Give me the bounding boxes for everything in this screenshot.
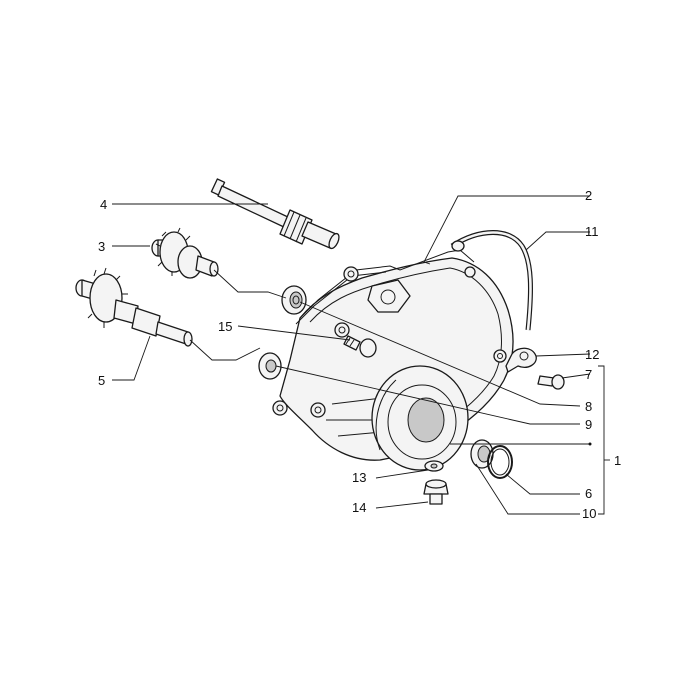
leader-5 xyxy=(112,335,151,381)
callout-12: 12 xyxy=(585,347,599,362)
leader-13 xyxy=(375,469,429,479)
leader-12 xyxy=(535,353,591,357)
leader-1-dot-marker xyxy=(588,442,592,446)
transmission-cover xyxy=(272,249,514,471)
leader-14 xyxy=(375,501,429,509)
shaft-3 xyxy=(151,227,219,279)
leader-7 xyxy=(561,373,591,379)
callout-labels: 4 3 5 15 2 11 12 7 8 9 1 6 10 13 14 xyxy=(98,188,621,521)
drain-plug-14 xyxy=(423,479,449,505)
bearing-8 xyxy=(281,285,307,315)
callout-1: 1 xyxy=(614,453,621,468)
callout-8: 8 xyxy=(585,399,592,414)
leader-lines xyxy=(112,195,610,515)
leader-15 xyxy=(237,325,351,341)
oil-seal-9 xyxy=(258,352,282,380)
callout-14: 14 xyxy=(352,500,366,515)
callout-15: 15 xyxy=(218,319,232,334)
callout-2: 2 xyxy=(585,188,592,203)
bracket-1 xyxy=(598,365,605,515)
shaft-5 xyxy=(75,267,193,347)
clamp-12 xyxy=(505,347,537,373)
callout-3: 3 xyxy=(98,239,105,254)
washer-13 xyxy=(424,460,444,472)
callout-10: 10 xyxy=(582,506,596,521)
leader-11 xyxy=(525,231,590,251)
leader-8 xyxy=(299,301,581,407)
leader-9 xyxy=(275,365,580,425)
callout-5: 5 xyxy=(98,373,105,388)
leader-2 xyxy=(423,195,590,265)
leader-5-to-9 xyxy=(189,339,261,361)
callout-7: 7 xyxy=(585,367,592,382)
circlip-6 xyxy=(487,445,513,479)
callout-13: 13 xyxy=(352,470,366,485)
callout-4: 4 xyxy=(100,197,107,212)
leader-3-to-8 xyxy=(213,269,287,299)
callout-11: 11 xyxy=(585,224,599,239)
breather-pipe-11 xyxy=(450,230,533,331)
callout-9: 9 xyxy=(585,417,592,432)
callout-6: 6 xyxy=(585,486,592,501)
leader-6 xyxy=(505,473,580,495)
leader-10 xyxy=(475,463,580,515)
shaft-4 xyxy=(210,178,340,250)
screw-7 xyxy=(537,374,565,390)
